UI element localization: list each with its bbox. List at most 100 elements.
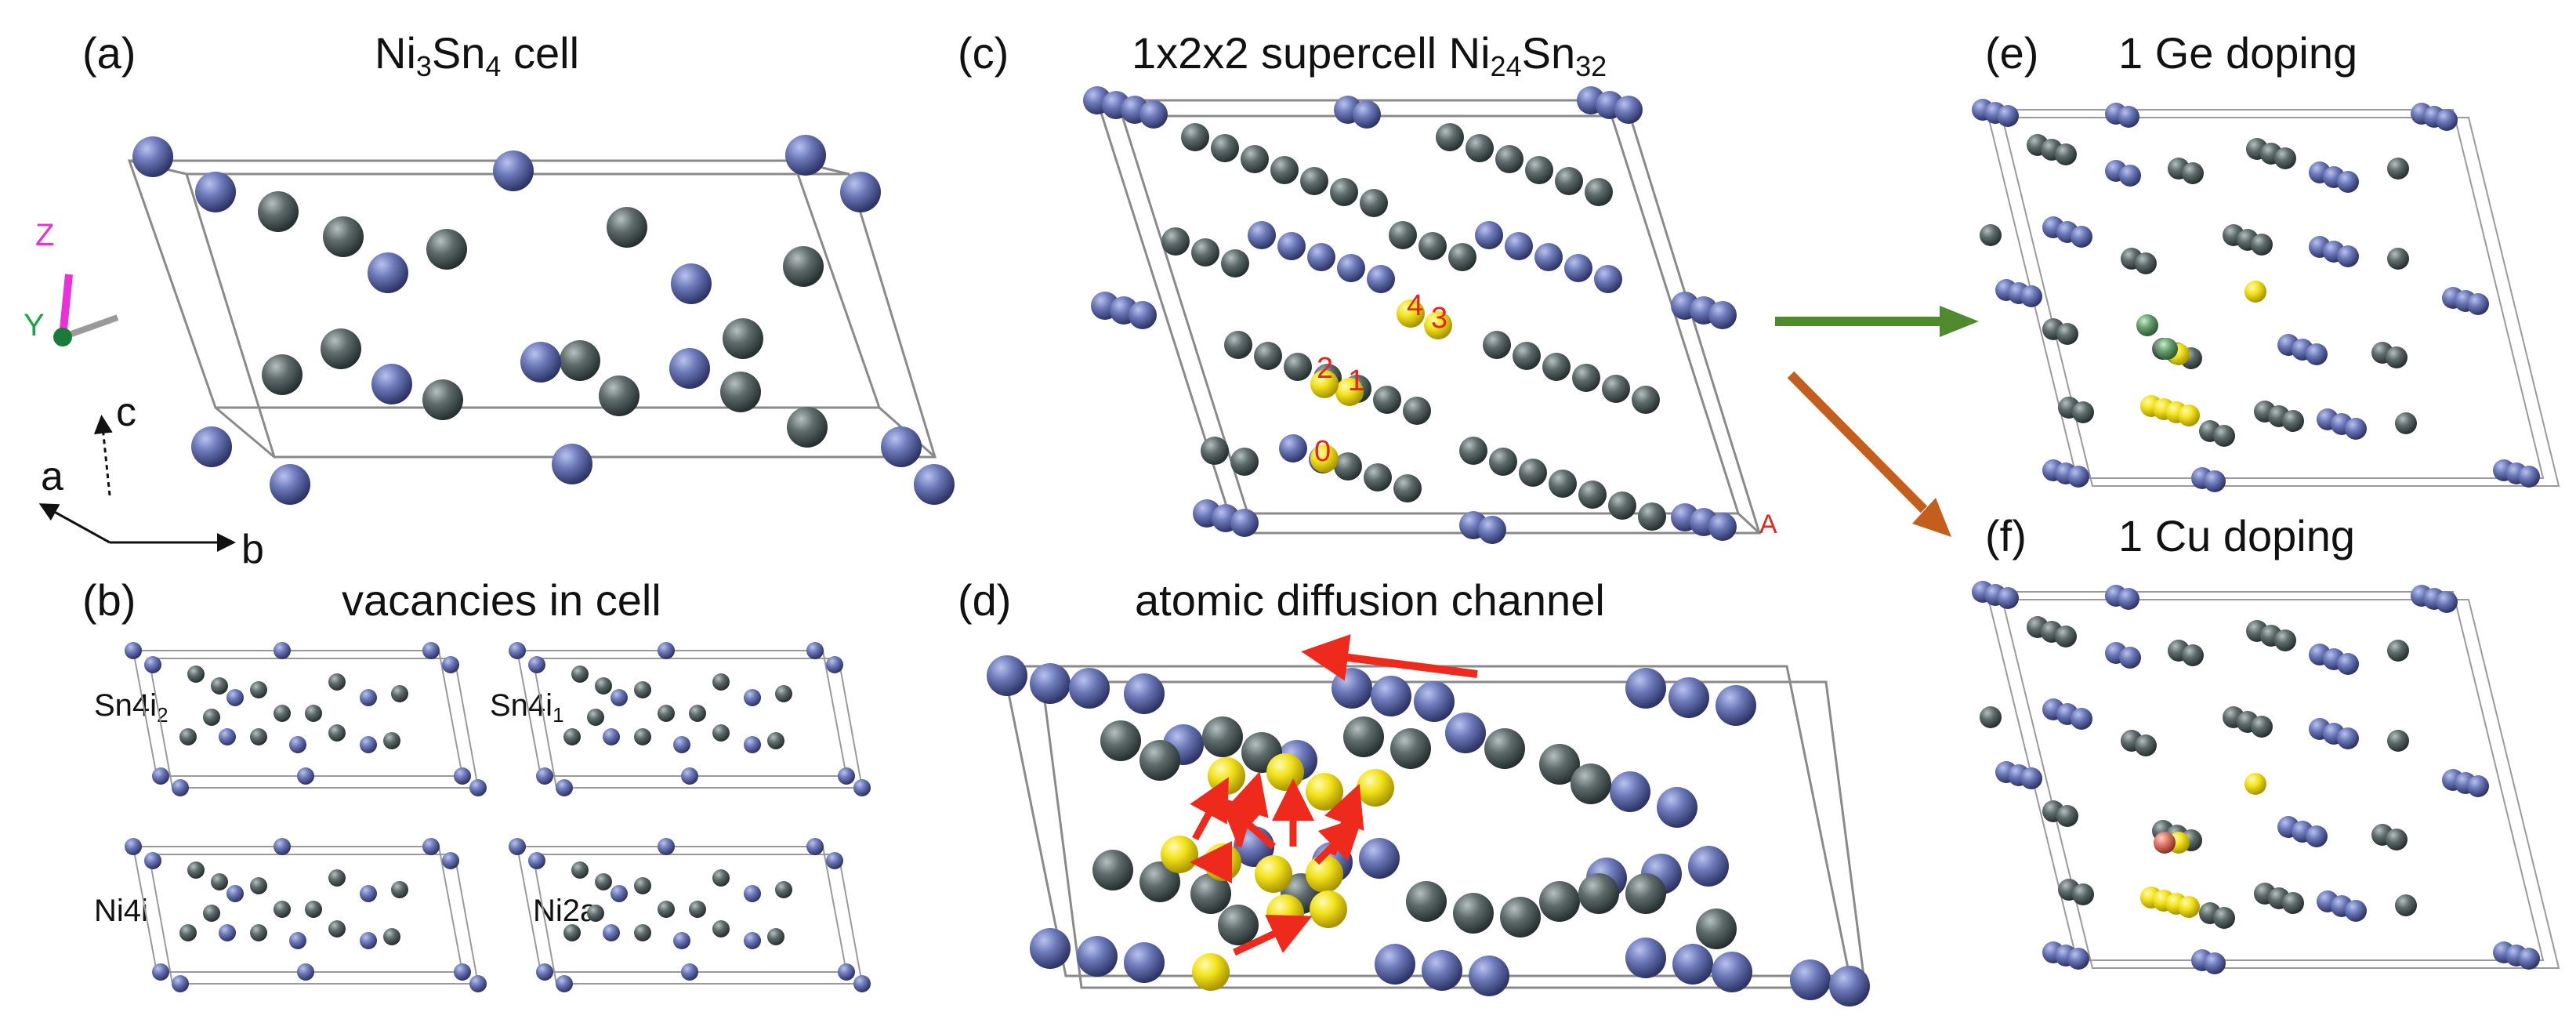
ni-atom bbox=[125, 642, 142, 659]
sn-atom bbox=[1181, 123, 1209, 151]
ni-atom bbox=[1657, 787, 1697, 828]
sn-atom bbox=[391, 685, 408, 702]
panel-b-title: vacancies in cell bbox=[342, 575, 661, 625]
panel-c-title: 1x2x2 supercell Ni24Sn32 bbox=[1132, 28, 1607, 82]
sn-atom bbox=[2056, 323, 2078, 345]
sn-atom bbox=[607, 207, 647, 248]
sn-atom bbox=[422, 379, 463, 420]
ni-atom bbox=[1077, 936, 1118, 977]
ni-atom bbox=[914, 464, 955, 505]
sn-atom bbox=[2135, 252, 2157, 274]
sn-atom bbox=[658, 705, 675, 722]
ni-atom bbox=[1716, 685, 1756, 726]
ni-atom bbox=[1505, 232, 1533, 260]
sn-atom bbox=[250, 728, 267, 745]
dopant-atom bbox=[2178, 404, 2200, 426]
ni-atom bbox=[1069, 668, 1110, 709]
diffusion-arrow bbox=[1190, 777, 1229, 841]
ni-atom bbox=[368, 252, 408, 293]
sn-atom bbox=[1539, 881, 1580, 922]
ni-atom bbox=[806, 642, 824, 659]
sn-atom bbox=[1202, 716, 1243, 757]
axis-y-label: Y bbox=[24, 308, 45, 343]
sn-atom bbox=[634, 728, 651, 745]
ni-atom bbox=[2337, 171, 2359, 193]
sn-atom bbox=[1191, 238, 1219, 267]
sn-atom bbox=[1638, 502, 1666, 531]
dopant-atom bbox=[1208, 757, 1245, 795]
dopant-atom bbox=[1306, 855, 1343, 893]
sn-atom bbox=[1542, 353, 1571, 381]
sn-atom bbox=[767, 732, 784, 749]
sn-atom bbox=[179, 728, 197, 745]
ni-atom bbox=[838, 963, 855, 981]
sn-atom bbox=[1500, 897, 1541, 938]
sn-atom bbox=[767, 928, 784, 945]
ni-atom bbox=[1997, 587, 2019, 609]
ni-atom bbox=[2204, 952, 2226, 974]
ni-atom bbox=[2118, 106, 2139, 128]
sn-atom bbox=[1696, 909, 1737, 949]
sn-atom bbox=[1571, 763, 1611, 804]
dopant-atom bbox=[1424, 311, 1452, 339]
sn-atom bbox=[1555, 167, 1583, 195]
ni-atom bbox=[360, 689, 377, 706]
sn-atom bbox=[2387, 248, 2409, 270]
ge-dopant-atom bbox=[2136, 314, 2158, 336]
ni-atom bbox=[1353, 100, 1381, 129]
green-arrow-head bbox=[1940, 306, 1979, 337]
ni-atom bbox=[2118, 588, 2139, 610]
site-label-2: 2 bbox=[1317, 352, 1333, 385]
sn-atom bbox=[712, 869, 730, 887]
ni-atom bbox=[1139, 100, 1168, 129]
sn-atom bbox=[1495, 145, 1523, 173]
ni-atom bbox=[226, 689, 244, 706]
ni-atom bbox=[1708, 513, 1737, 541]
ni-atom bbox=[454, 767, 471, 785]
sn-atom bbox=[587, 709, 604, 726]
ni-atom bbox=[826, 852, 843, 869]
dopant-atom bbox=[1397, 299, 1425, 328]
sn-atom bbox=[563, 924, 581, 941]
ni-atom bbox=[1371, 676, 1411, 716]
sn-atom bbox=[274, 705, 291, 722]
sn-atom bbox=[1625, 873, 1666, 914]
ni-atom bbox=[2337, 653, 2359, 675]
small-cell-frame bbox=[516, 650, 848, 777]
sn-atom bbox=[1161, 227, 1190, 256]
ni-atom bbox=[191, 426, 232, 467]
ni-atom bbox=[2204, 470, 2226, 492]
dopant-atom bbox=[1161, 836, 1198, 873]
sn-atom bbox=[203, 905, 220, 922]
sn-atom bbox=[689, 705, 706, 722]
ni-atom bbox=[469, 975, 487, 992]
ni-atom bbox=[1534, 243, 1563, 271]
sn-atom bbox=[321, 328, 361, 369]
ni-atom bbox=[1279, 434, 1307, 462]
cu-dopant-atom bbox=[2154, 832, 2176, 854]
ni-atom bbox=[2071, 226, 2092, 248]
diffusion-arrow bbox=[1301, 634, 1478, 681]
panel-a-title: Ni3Sn4 cell bbox=[375, 28, 580, 82]
ni-atom bbox=[144, 852, 161, 869]
sn-atom bbox=[2056, 805, 2078, 827]
ni-atom bbox=[1625, 668, 1666, 709]
ni-atom bbox=[1668, 677, 1709, 718]
sn-atom bbox=[2072, 883, 2094, 905]
ni-atom bbox=[2071, 708, 2092, 730]
ni-atom bbox=[144, 656, 161, 673]
ni-atom bbox=[528, 852, 545, 869]
ni-atom bbox=[658, 838, 675, 855]
ni-atom bbox=[528, 656, 545, 673]
ni-atom bbox=[1124, 942, 1165, 983]
sn-atom bbox=[1221, 249, 1249, 277]
sn-atom bbox=[723, 318, 763, 359]
panel-d-label: (d) bbox=[958, 575, 1012, 625]
ni-atom bbox=[442, 656, 459, 673]
sn-atom bbox=[1448, 243, 1476, 271]
sn-atom bbox=[328, 673, 346, 691]
sn-atom bbox=[305, 705, 322, 722]
sn-atom bbox=[187, 666, 205, 683]
sn-atom bbox=[595, 677, 612, 695]
